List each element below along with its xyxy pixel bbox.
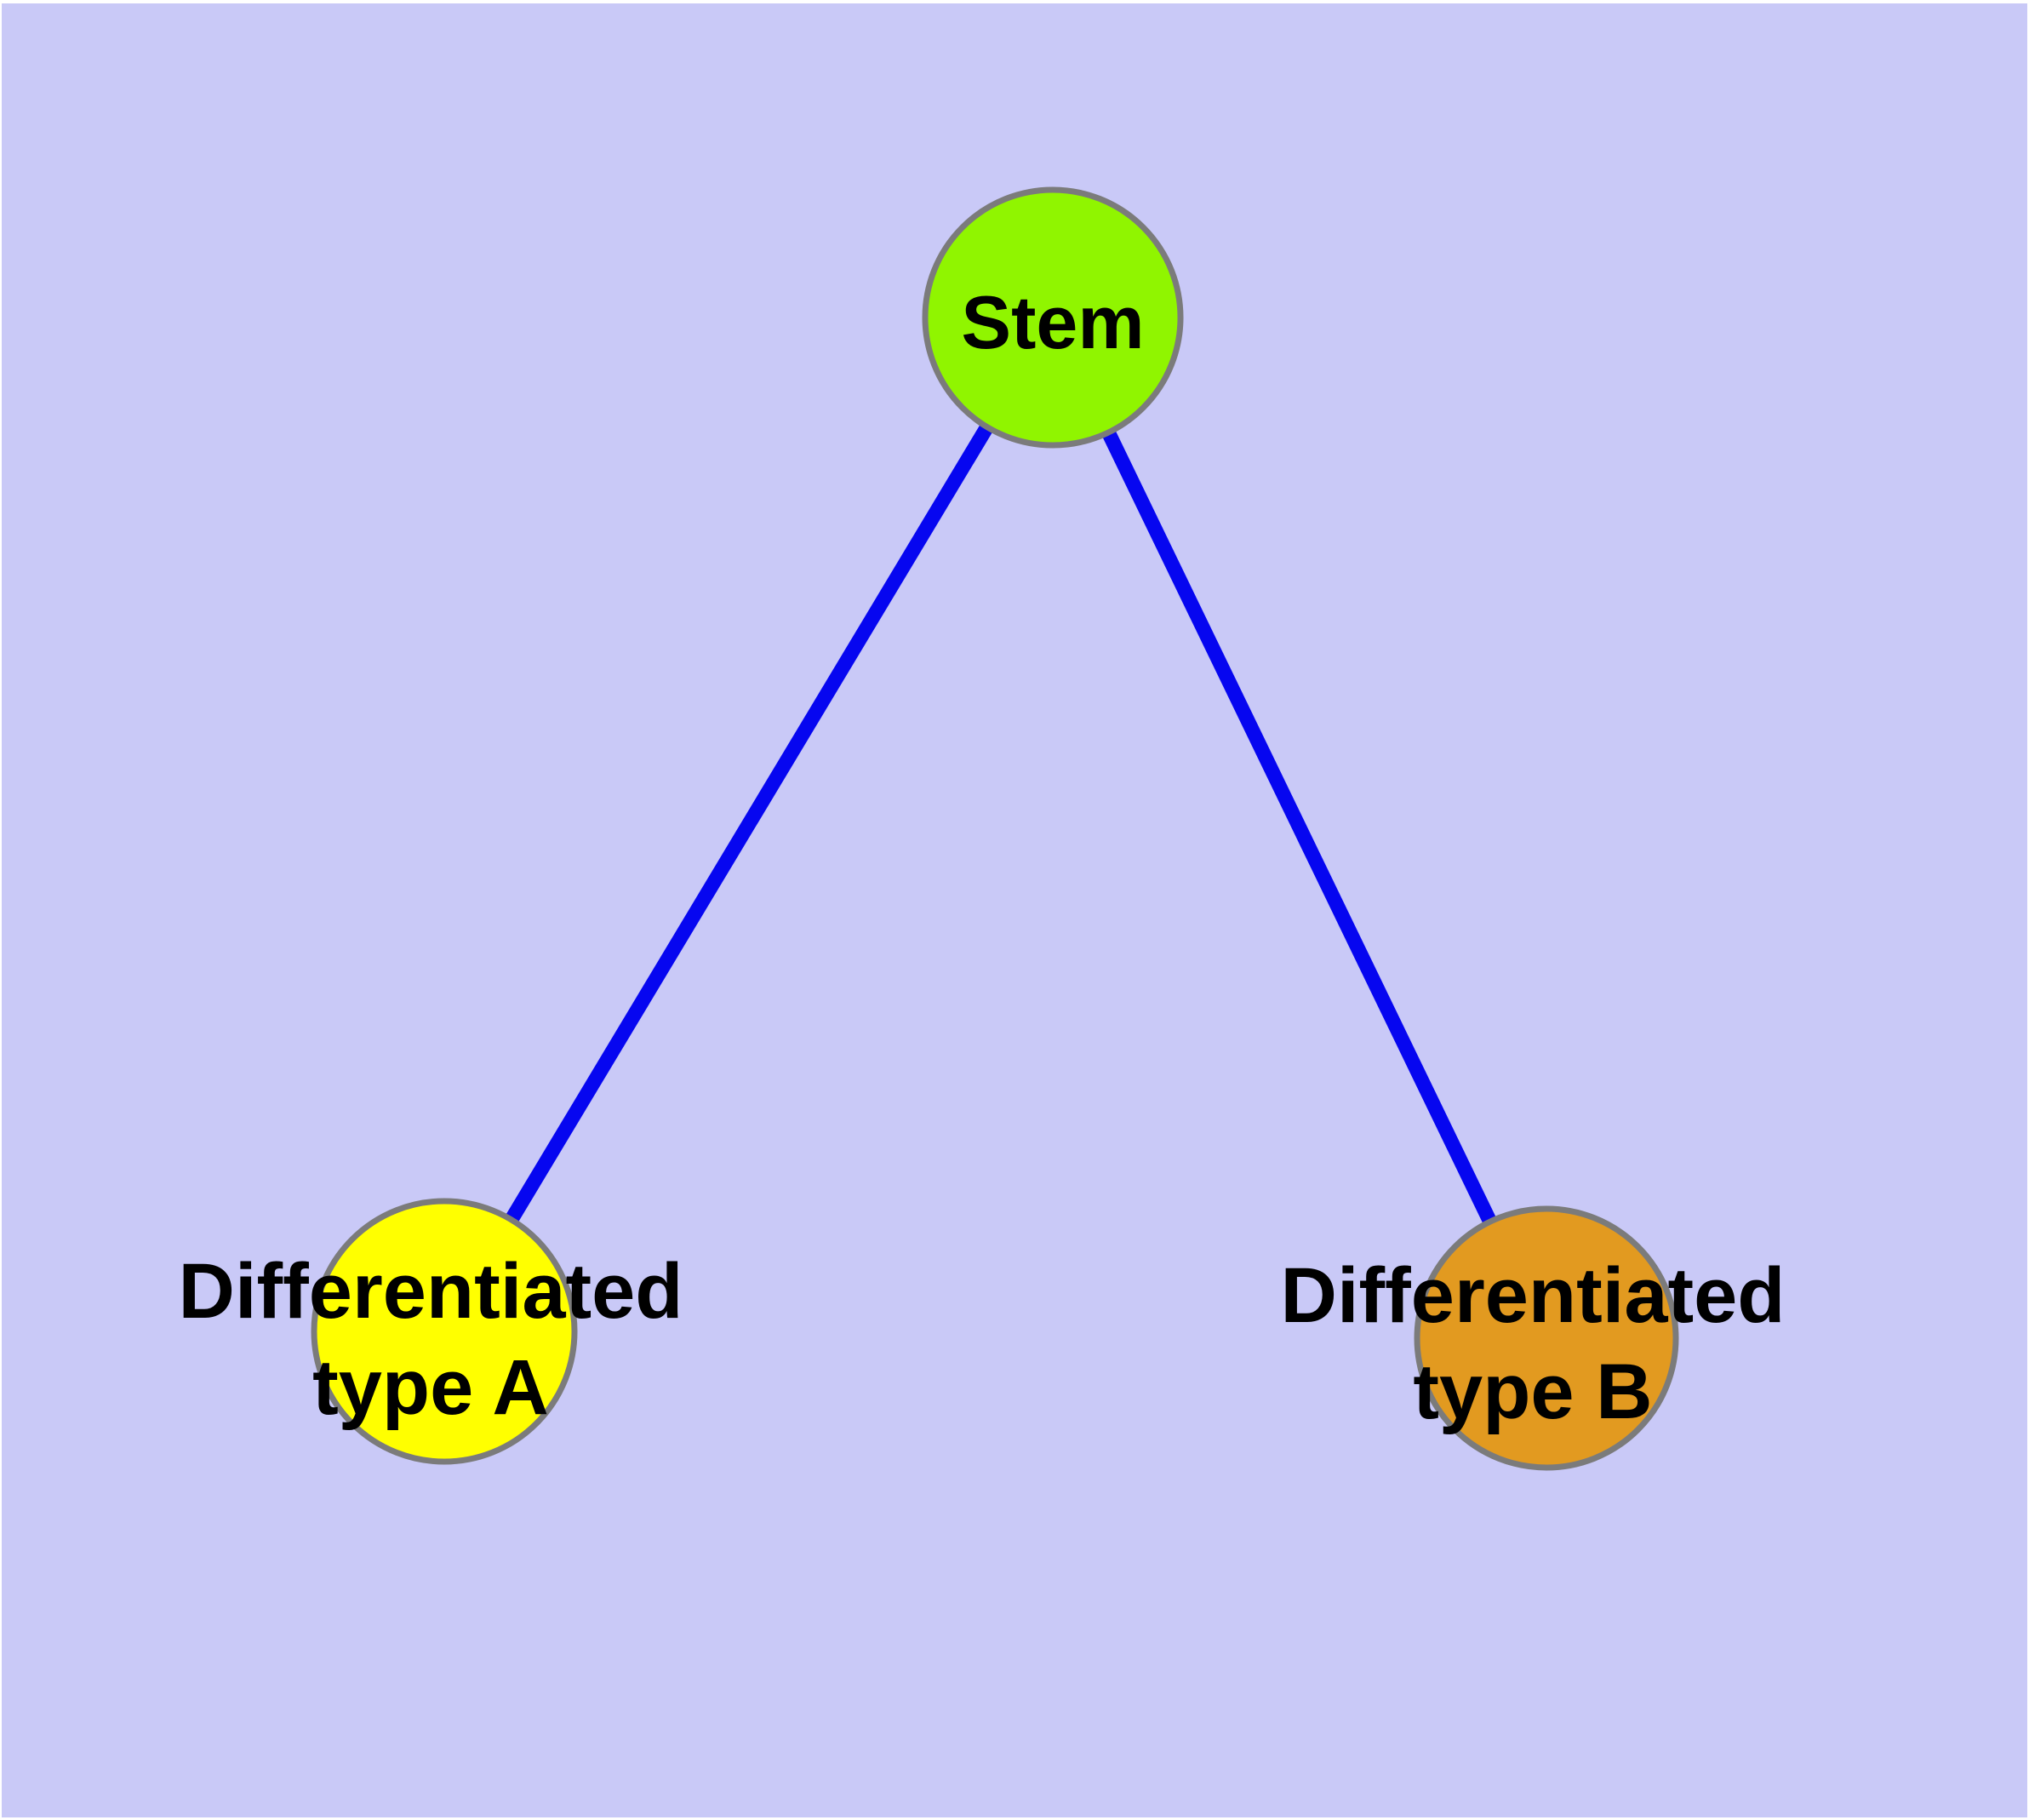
node-stem-label: Stem xyxy=(961,280,1144,364)
edge-stem-to-type-b xyxy=(1046,314,1553,1342)
node-differentiated-type-a xyxy=(311,1198,578,1465)
node-type-b-label-line1: Differentiated xyxy=(1281,1252,1786,1339)
node-type-b-label-line2: type B xyxy=(1413,1348,1652,1435)
node-stem xyxy=(922,186,1184,449)
edge-stem-to-type-a xyxy=(437,313,1060,1336)
node-differentiated-type-b xyxy=(1414,1205,1679,1471)
node-type-a-label-line1: Differentiated xyxy=(179,1248,683,1335)
node-type-a-label-line2: type A xyxy=(312,1344,549,1431)
